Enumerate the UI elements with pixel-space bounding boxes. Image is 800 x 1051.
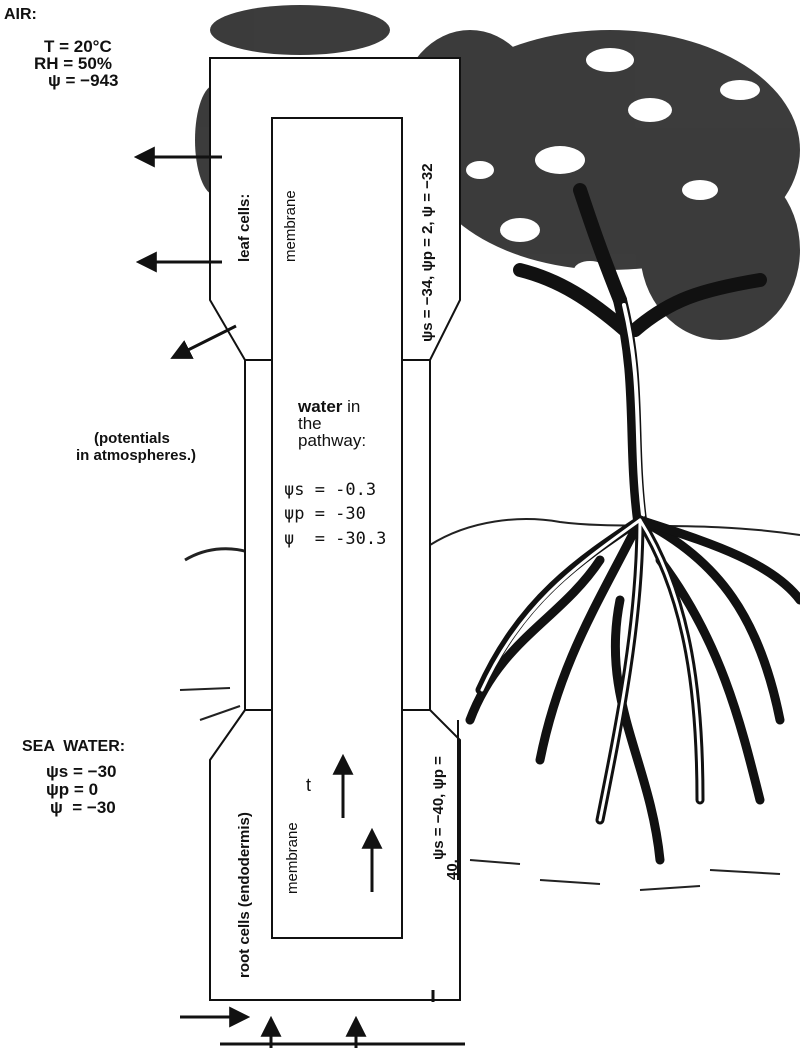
pathway-water-potential: ψ = -30.3 xyxy=(284,527,386,552)
pathway-pressure-potential: ψp = -30 xyxy=(284,502,366,527)
potentials-note-line1: (potentials xyxy=(94,430,170,448)
potentials-note-line2: in atmospheres.) xyxy=(76,447,196,465)
leaf-cells-label: leaf cells: xyxy=(236,194,253,262)
pathway-solute-potential: ψs = -0.3 xyxy=(284,478,376,503)
sea-water-water-potential: ψ = −30 xyxy=(50,799,116,816)
sea-water-pressure-potential: ψp = 0 xyxy=(46,781,98,798)
membrane-bottom-label: membrane xyxy=(284,822,301,894)
pathway-title-rest: in xyxy=(342,397,360,416)
root-cell-potentials: ψs = −40, ψp = xyxy=(430,756,447,860)
root-cells-label: root cells (endodermis) xyxy=(236,812,253,978)
air-humidity: RH = 50% xyxy=(34,55,112,72)
membrane-top-label: membrane xyxy=(282,190,299,262)
air-temperature: T = 20°C xyxy=(44,38,112,55)
arrow-t-label: t xyxy=(306,776,311,794)
sea-water-heading: SEA WATER: xyxy=(22,738,125,755)
air-heading: AIR: xyxy=(4,6,37,23)
leaf-cell-potentials: ψs = −34, ψp = 2, ψ = −32 xyxy=(419,163,436,342)
air-water-potential: ψ = −943 xyxy=(48,72,118,89)
arrow-left-icon xyxy=(174,326,236,357)
sea-water-solute-potential: ψs = −30 xyxy=(46,763,116,780)
pathway-line3: pathway: xyxy=(298,432,366,450)
root-cell-potentials-2: 40, xyxy=(444,859,461,880)
